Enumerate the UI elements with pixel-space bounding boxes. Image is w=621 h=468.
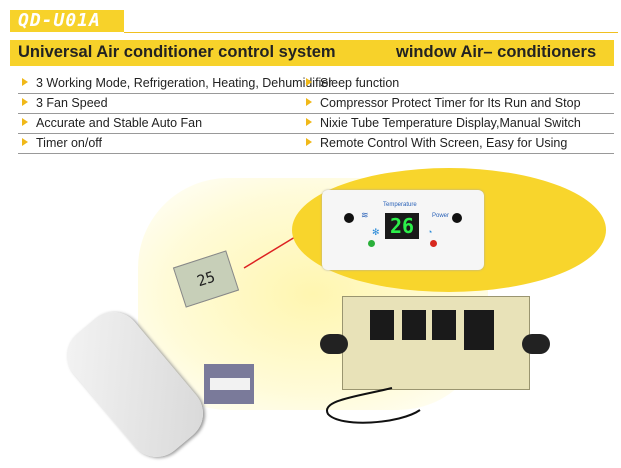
feature-item: Nixie Tube Temperature Display,Manual Sw…	[306, 116, 581, 130]
feature-item: 3 Fan Speed	[22, 96, 108, 110]
title-right: window Air– conditioners	[396, 43, 597, 61]
relay	[402, 310, 426, 340]
feature-text: Nixie Tube Temperature Display,Manual Sw…	[320, 116, 581, 130]
power-knob	[452, 213, 462, 223]
feature-row: Accurate and Stable Auto Fan Nixie Tube …	[18, 114, 614, 134]
transformer-label	[210, 378, 250, 390]
bullet-arrow-icon	[22, 138, 28, 146]
temperature-display: 26	[385, 213, 419, 239]
feature-item: Accurate and Stable Auto Fan	[22, 116, 202, 130]
sensor-cable	[325, 387, 421, 424]
power-label: Power	[432, 213, 450, 219]
feature-text: 3 Working Mode, Refrigeration, Heating, …	[36, 76, 333, 90]
feature-row: Timer on/off Remote Control With Screen,…	[18, 134, 614, 154]
bullet-arrow-icon	[22, 78, 28, 86]
bullet-arrow-icon	[306, 78, 312, 86]
bullet-arrow-icon	[22, 98, 28, 106]
feature-item: Compressor Protect Timer for Its Run and…	[306, 96, 581, 110]
title-bar: Universal Air conditioner control system…	[10, 40, 614, 66]
relay	[464, 310, 494, 350]
relay	[432, 310, 456, 340]
bullet-arrow-icon	[306, 118, 312, 126]
mode-knob	[344, 213, 354, 223]
feature-text: 3 Fan Speed	[36, 96, 108, 110]
feature-row: 3 Working Mode, Refrigeration, Heating, …	[18, 74, 614, 94]
header-rule	[124, 32, 618, 33]
green-led	[368, 240, 375, 247]
title-left: Universal Air conditioner control system	[18, 43, 336, 61]
relay	[370, 310, 394, 340]
feature-item: Remote Control With Screen, Easy for Usi…	[306, 136, 567, 150]
red-led	[430, 240, 437, 247]
feature-text: Timer on/off	[36, 136, 102, 150]
bullet-arrow-icon	[306, 98, 312, 106]
snowflake-icon: ✻	[372, 227, 380, 237]
bullet-arrow-icon	[306, 138, 312, 146]
bullet-arrow-icon	[22, 118, 28, 126]
board-mount-right	[522, 334, 550, 354]
feature-item: 3 Working Mode, Refrigeration, Heating, …	[22, 76, 332, 90]
connector-line	[243, 233, 301, 269]
feature-row: 3 Fan Speed Compressor Protect Timer for…	[18, 94, 614, 114]
temperature-label: Temperature	[383, 202, 417, 208]
timer-icon: ◔	[427, 227, 433, 237]
feature-item: Sleep function	[306, 76, 399, 90]
model-code-tag: QD-U01A	[10, 10, 124, 32]
feature-text: Sleep function	[320, 76, 400, 90]
wifi-icon: ≋	[361, 210, 369, 220]
feature-text: Compressor Protect Timer for Its Run and…	[320, 96, 581, 110]
feature-text: Accurate and Stable Auto Fan	[36, 116, 203, 130]
feature-list: 3 Working Mode, Refrigeration, Heating, …	[18, 74, 614, 154]
board-mount-left	[320, 334, 348, 354]
feature-item: Timer on/off	[22, 136, 102, 150]
feature-text: Remote Control With Screen, Easy for Usi…	[320, 136, 568, 150]
